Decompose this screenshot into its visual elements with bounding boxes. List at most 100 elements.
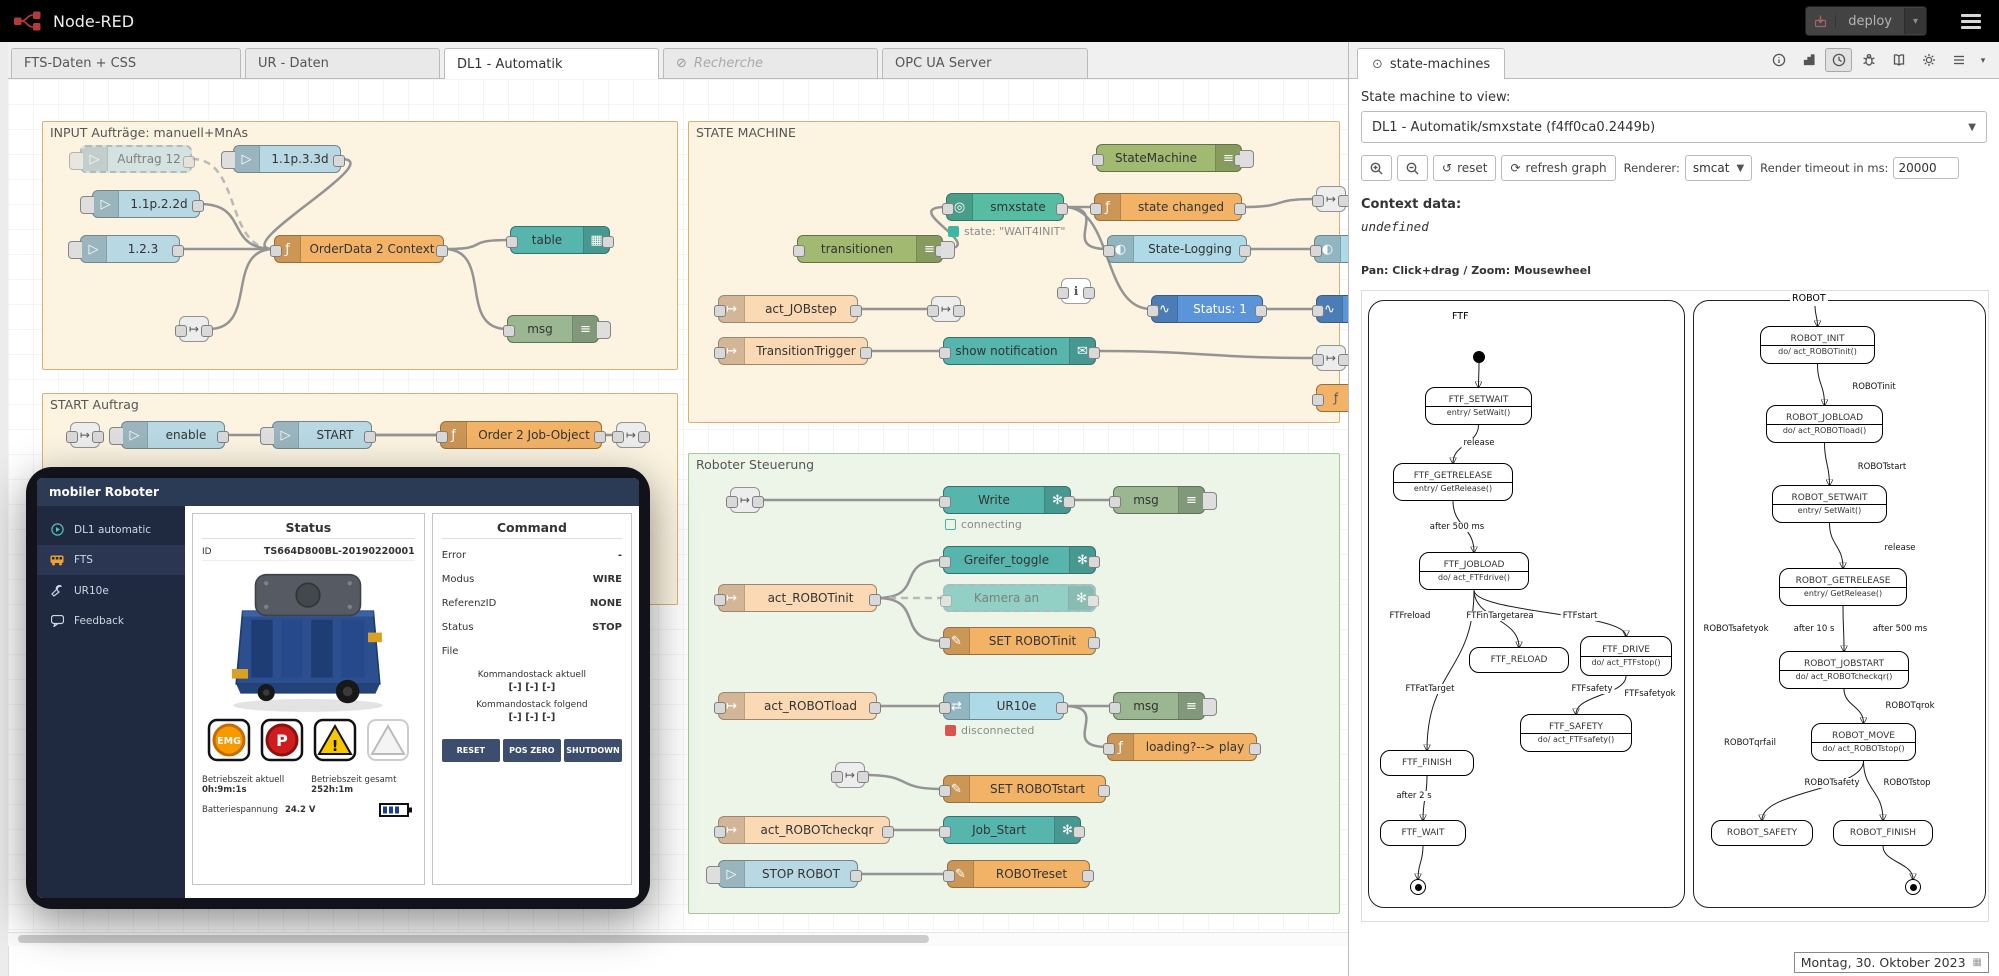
node-table[interactable]: table▦ bbox=[506, 226, 614, 254]
main-menu-button[interactable] bbox=[1957, 10, 1985, 33]
tab-dl1-automatik[interactable]: DL1 - Automatik bbox=[444, 48, 659, 79]
node-actrobotinit[interactable]: ↦act_ROBOTinit bbox=[714, 584, 881, 612]
input-port[interactable] bbox=[939, 785, 951, 797]
input-port[interactable] bbox=[831, 771, 843, 783]
scrollbar-thumb[interactable] bbox=[18, 935, 930, 943]
debug-toggle-button[interactable] bbox=[1203, 492, 1217, 510]
output-port[interactable] bbox=[1087, 595, 1099, 607]
output-port[interactable] bbox=[1056, 702, 1068, 714]
output-port[interactable] bbox=[1234, 203, 1246, 215]
output-port[interactable] bbox=[1056, 203, 1068, 215]
input-port[interactable] bbox=[714, 594, 726, 606]
node-logclip[interactable]: ◐Log bbox=[1310, 235, 1348, 263]
output-port[interactable] bbox=[594, 431, 606, 443]
node-link3[interactable]: ↦ bbox=[831, 762, 869, 788]
input-port[interactable] bbox=[726, 496, 738, 508]
output-port[interactable] bbox=[1249, 743, 1261, 755]
chart-icon[interactable] bbox=[1795, 48, 1822, 72]
node-actcheckqr[interactable]: ↦act_ROBOTcheckqr bbox=[714, 816, 894, 844]
output-port[interactable] bbox=[850, 870, 862, 882]
output-port[interactable] bbox=[1338, 195, 1348, 207]
output-port[interactable] bbox=[201, 325, 213, 337]
node-transitionen[interactable]: transitionen≡ bbox=[793, 235, 955, 263]
node-linkR[interactable]: ↦ bbox=[612, 422, 650, 448]
input-port[interactable] bbox=[612, 431, 624, 443]
deploy-button[interactable]: deploy ▾ bbox=[1805, 6, 1927, 36]
input-port[interactable] bbox=[1103, 245, 1115, 257]
inject-button[interactable] bbox=[260, 427, 274, 445]
inject-button[interactable] bbox=[80, 196, 94, 214]
output-port[interactable] bbox=[1239, 245, 1251, 257]
input-port[interactable] bbox=[943, 870, 955, 882]
input-port[interactable] bbox=[939, 347, 951, 359]
input-port[interactable] bbox=[940, 595, 952, 607]
debug-toggle-button[interactable] bbox=[1240, 150, 1254, 168]
output-port[interactable] bbox=[869, 702, 881, 714]
output-port[interactable] bbox=[638, 431, 650, 443]
input-port[interactable] bbox=[1109, 702, 1121, 714]
node-clip2[interactable]: ƒ bbox=[1312, 384, 1348, 412]
input-port[interactable] bbox=[1312, 305, 1324, 317]
node-sclip[interactable]: ∿S bbox=[1312, 295, 1348, 323]
refresh-graph-button[interactable]: ⟳ refresh graph bbox=[1501, 155, 1616, 181]
output-port[interactable] bbox=[953, 305, 965, 317]
input-port[interactable] bbox=[1057, 287, 1069, 299]
node-start[interactable]: ▷START bbox=[260, 421, 376, 449]
node-infonode[interactable]: ℹ bbox=[1057, 278, 1095, 304]
input-port[interactable] bbox=[793, 245, 805, 257]
input-port[interactable] bbox=[939, 496, 951, 508]
sidebar-caret-icon[interactable]: ▾ bbox=[1975, 48, 1991, 72]
state-machine-select[interactable]: DL1 - Automatik/smxstate (f4ff0ca0.2449b… bbox=[1361, 111, 1987, 143]
menu-item-dl1-automatic[interactable]: DL1 automatic bbox=[37, 514, 185, 545]
output-port[interactable] bbox=[192, 200, 204, 212]
tab-fts-daten-css[interactable]: FTS-Daten + CSS bbox=[11, 48, 241, 78]
clock-icon[interactable] bbox=[1825, 48, 1852, 72]
node-shownotif[interactable]: show notification✉ bbox=[939, 337, 1100, 365]
input-port[interactable] bbox=[939, 702, 951, 714]
node-p22d[interactable]: ▷1.1p.2.2d bbox=[80, 190, 204, 218]
output-port[interactable] bbox=[1255, 305, 1267, 317]
info-icon[interactable] bbox=[1765, 48, 1792, 72]
node-linkL[interactable]: ↦ bbox=[66, 422, 104, 448]
input-port[interactable] bbox=[270, 245, 282, 257]
input-port[interactable] bbox=[927, 305, 939, 317]
menu-item-feedback[interactable]: Feedback bbox=[37, 606, 185, 636]
input-port[interactable] bbox=[1090, 203, 1102, 215]
input-port[interactable] bbox=[714, 305, 726, 317]
output-port[interactable] bbox=[172, 245, 184, 257]
input-port[interactable] bbox=[436, 431, 448, 443]
output-port[interactable] bbox=[1073, 826, 1085, 838]
input-port[interactable] bbox=[939, 826, 951, 838]
input-port[interactable] bbox=[1103, 743, 1115, 755]
input-port[interactable] bbox=[1312, 195, 1324, 207]
output-port[interactable] bbox=[860, 347, 872, 359]
output-port[interactable] bbox=[183, 156, 195, 168]
output-port[interactable] bbox=[1063, 496, 1075, 508]
list-icon[interactable] bbox=[1945, 48, 1972, 72]
input-port[interactable] bbox=[714, 702, 726, 714]
debug-toggle-button[interactable] bbox=[941, 241, 955, 259]
output-port[interactable] bbox=[436, 245, 448, 257]
output-port[interactable] bbox=[1088, 556, 1100, 568]
node-status1[interactable]: ∿Status: 1 bbox=[1147, 295, 1267, 323]
canvas-horizontal-scrollbar[interactable] bbox=[8, 932, 1348, 946]
debug-toggle-button[interactable] bbox=[1203, 698, 1217, 716]
node-setrobotinit[interactable]: ✎SET ROBOTinit bbox=[939, 627, 1100, 655]
node-setrobotstart[interactable]: ✎SET ROBOTstart bbox=[939, 775, 1110, 803]
node-linkout1[interactable]: ↦ bbox=[927, 296, 965, 322]
node-actrobotload[interactable]: ↦act_ROBOTload bbox=[714, 692, 881, 720]
inject-button[interactable] bbox=[68, 241, 82, 259]
date-field[interactable]: Montag, 30. Oktober 2023 ▦ bbox=[1793, 952, 1989, 973]
node-linkR2[interactable]: ↦ bbox=[1312, 345, 1348, 371]
input-port[interactable] bbox=[1312, 354, 1324, 366]
inject-button[interactable] bbox=[69, 152, 83, 170]
shutdown-button[interactable]: SHUTDOWN bbox=[563, 739, 622, 762]
node-link1[interactable]: ↦ bbox=[175, 316, 213, 342]
output-port[interactable] bbox=[1088, 347, 1100, 359]
output-port[interactable] bbox=[1082, 870, 1094, 882]
tab-recherche[interactable]: ⊘ Recherche bbox=[663, 48, 878, 78]
node-stoprobot[interactable]: ▷STOP ROBOT bbox=[706, 860, 862, 888]
